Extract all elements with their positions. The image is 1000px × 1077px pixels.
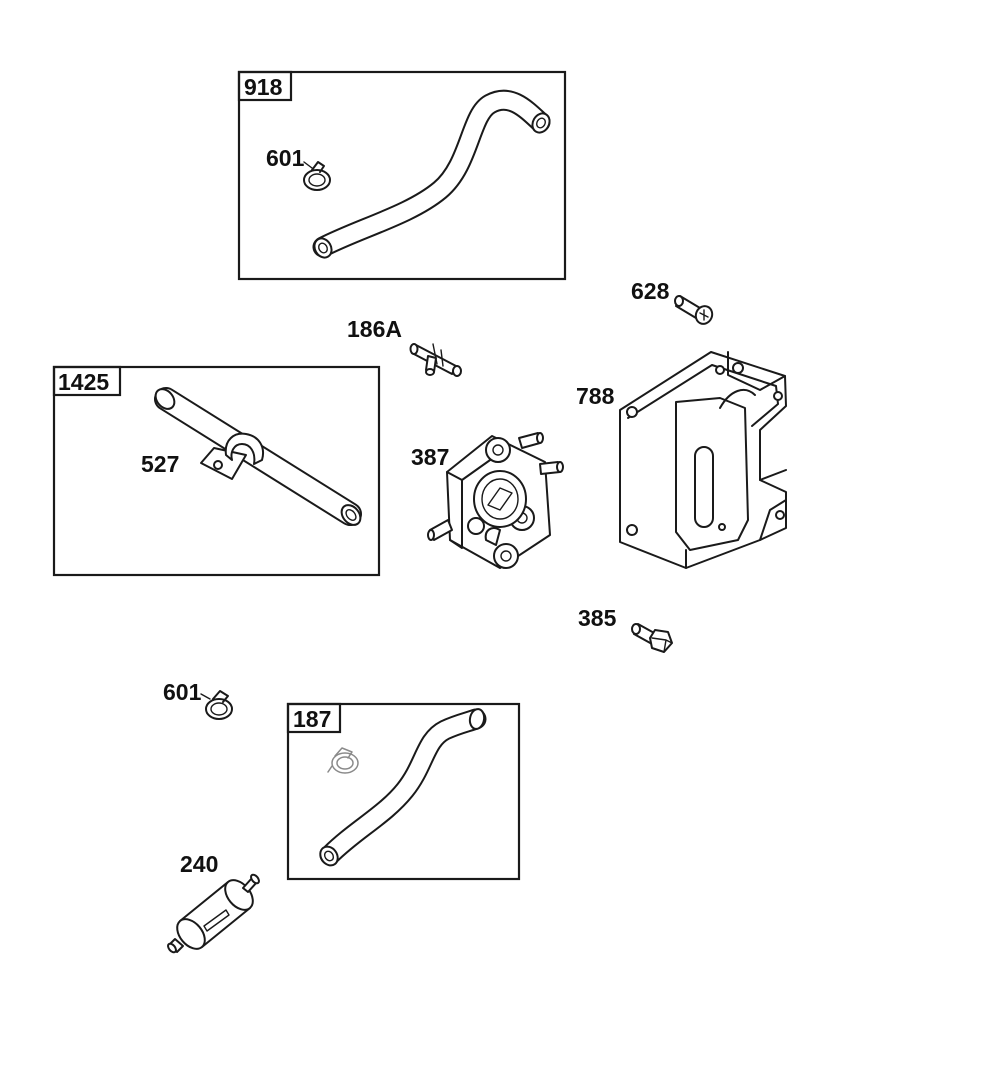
kit-box-918[interactable]: 918	[237, 70, 567, 281]
kit-box-187[interactable]: 187	[286, 702, 521, 881]
hose-clamp-icon	[205, 690, 233, 720]
bracket-icon	[619, 351, 787, 569]
kit-label-187: 187	[293, 706, 331, 732]
fuel-pump-icon	[427, 432, 564, 569]
screw-icon	[674, 295, 714, 325]
part-label-601-mid: 601	[163, 679, 202, 705]
part-label-628: 628	[631, 278, 670, 304]
hose-clamp-icon	[303, 161, 331, 191]
fuel-hose-187	[319, 708, 487, 867]
fuel-line-with-clip	[154, 387, 362, 526]
bolt-icon	[631, 623, 673, 653]
fuel-hose-918	[312, 89, 551, 259]
fuel-filter-icon	[167, 873, 260, 954]
part-label-385: 385	[578, 605, 617, 631]
tee-fitting-icon	[409, 343, 462, 377]
kit-label-918: 918	[244, 74, 283, 100]
part-label-240: 240	[180, 851, 218, 877]
part-label-186a: 186A	[347, 316, 402, 342]
part-label-601-top: 601	[266, 145, 305, 171]
kit-label-1425: 1425	[58, 369, 109, 395]
part-label-527: 527	[141, 451, 179, 477]
part-label-387: 387	[411, 444, 449, 470]
hose-clamp-icon	[327, 747, 359, 774]
kit-box-1425[interactable]: 1425	[52, 365, 381, 577]
part-label-788: 788	[576, 383, 615, 409]
